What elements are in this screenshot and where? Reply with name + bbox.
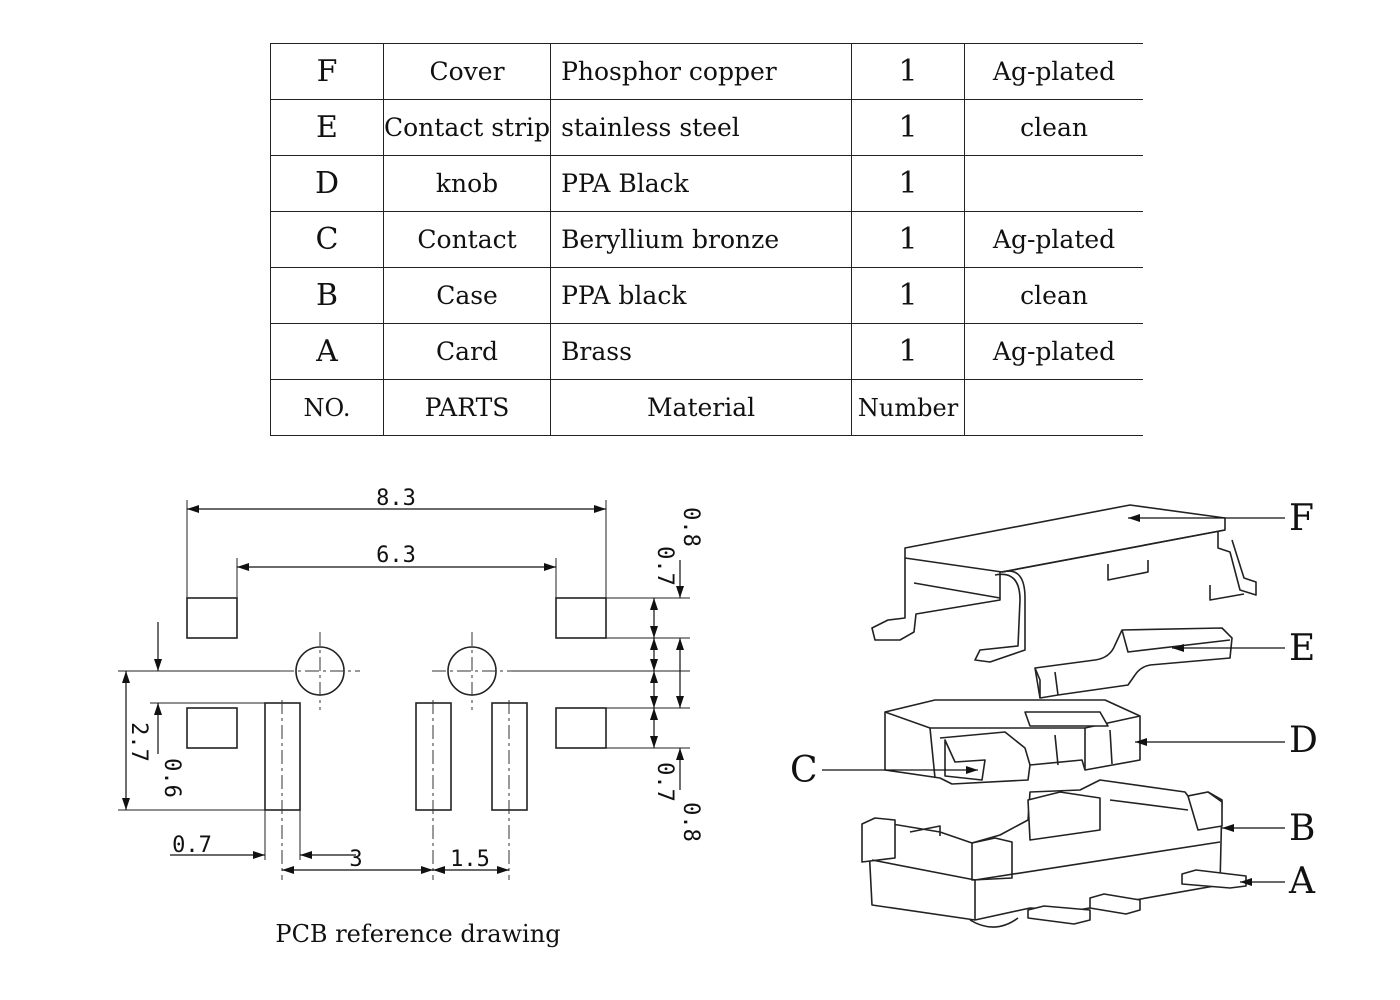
header-parts: PARTS bbox=[382, 379, 552, 436]
callout-c: C bbox=[790, 750, 818, 791]
part-e-contact-strip bbox=[1034, 627, 1233, 699]
part-number: 1 bbox=[851, 43, 966, 100]
centerlines bbox=[280, 632, 512, 880]
header-number: Number bbox=[851, 379, 966, 436]
part-number: 1 bbox=[851, 99, 966, 156]
part-finish: Ag-plated bbox=[964, 323, 1144, 380]
part-b-case bbox=[861, 779, 1223, 928]
part-finish: Ag-plated bbox=[964, 43, 1144, 100]
dim-label: 0.8 bbox=[678, 802, 703, 842]
dim-label: 8.3 bbox=[376, 486, 416, 511]
parts-table: F Cover Phosphor copper 1 Ag-plated E Co… bbox=[270, 43, 1144, 436]
part-number: 1 bbox=[851, 323, 966, 380]
table-row: D knob PPA Black 1 bbox=[270, 155, 1144, 212]
dim-label: 3 bbox=[349, 847, 362, 872]
dimension-lines bbox=[122, 505, 684, 874]
part-name: knob bbox=[382, 155, 552, 212]
leader-lines bbox=[822, 514, 1285, 886]
part-name: Card bbox=[382, 323, 552, 380]
header-material: Material bbox=[550, 379, 853, 436]
header-no: NO. bbox=[270, 379, 384, 436]
part-finish: clean bbox=[964, 99, 1144, 156]
part-finish: clean bbox=[964, 267, 1144, 324]
callout-e: E bbox=[1289, 628, 1315, 669]
pcb-pad bbox=[555, 707, 607, 749]
part-number: 1 bbox=[851, 211, 966, 268]
part-material: stainless steel bbox=[550, 99, 853, 156]
part-name: Contact strip bbox=[382, 99, 552, 156]
dim-label: 0.7 bbox=[652, 762, 677, 802]
part-f-cover bbox=[871, 504, 1257, 663]
dim-label: 0.7 bbox=[652, 546, 677, 586]
table-header-row: NO. PARTS Material Number bbox=[270, 379, 1144, 436]
dim-label: 0.7 bbox=[172, 833, 212, 858]
part-no: E bbox=[270, 99, 384, 156]
table-row: F Cover Phosphor copper 1 Ag-plated bbox=[270, 43, 1144, 100]
callout-f: F bbox=[1289, 498, 1314, 539]
part-no: A bbox=[270, 323, 384, 380]
part-d-knob bbox=[884, 699, 1141, 785]
pcb-drawing-caption: PCB reference drawing bbox=[275, 920, 560, 948]
part-no: F bbox=[270, 43, 384, 100]
callout-b: B bbox=[1289, 808, 1315, 849]
part-name: Case bbox=[382, 267, 552, 324]
table-row: E Contact strip stainless steel 1 clean bbox=[270, 99, 1144, 156]
part-name: Cover bbox=[382, 43, 552, 100]
exploded-view bbox=[861, 504, 1257, 928]
part-material: Brass bbox=[550, 323, 853, 380]
callout-d: D bbox=[1289, 720, 1318, 761]
table-row: C Contact Beryllium bronze 1 Ag-plated bbox=[270, 211, 1144, 268]
part-material: Beryllium bronze bbox=[550, 211, 853, 268]
header-finish bbox=[964, 379, 1144, 436]
part-a-card bbox=[1027, 869, 1247, 925]
pcb-pad bbox=[186, 707, 238, 749]
part-no: C bbox=[270, 211, 384, 268]
table-row: A Card Brass 1 Ag-plated bbox=[270, 323, 1144, 380]
dim-label: 1.5 bbox=[450, 847, 490, 872]
part-finish bbox=[964, 155, 1144, 212]
pcb-pad bbox=[555, 597, 607, 639]
part-material: PPA Black bbox=[550, 155, 853, 212]
part-number: 1 bbox=[851, 155, 966, 212]
pcb-pad bbox=[186, 597, 238, 639]
dim-label: 0.6 bbox=[159, 758, 184, 798]
dim-label: 2.7 bbox=[126, 722, 151, 762]
dim-label: 6.3 bbox=[376, 543, 416, 568]
callout-a: A bbox=[1288, 861, 1316, 902]
table-row: B Case PPA black 1 clean bbox=[270, 267, 1144, 324]
pcb-footprint bbox=[186, 597, 607, 811]
part-name: Contact bbox=[382, 211, 552, 268]
dim-label: 0.8 bbox=[678, 507, 703, 547]
part-finish: Ag-plated bbox=[964, 211, 1144, 268]
